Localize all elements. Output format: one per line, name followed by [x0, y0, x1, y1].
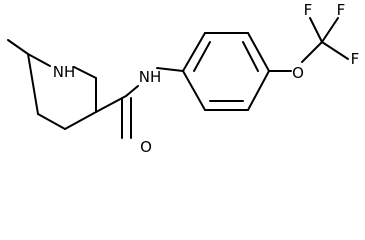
phenyl-ring — [182, 32, 270, 111]
bond-nh-aryl — [156, 67, 184, 72]
fluorine-label-top-right: F — [337, 1, 346, 19]
fluorine-label-top-left: F — [304, 1, 313, 19]
amide-group — [95, 67, 184, 139]
chemical-structure: NH NH O O F F F — [7, 1, 360, 155]
bond-o-cf3 — [301, 41, 323, 63]
bond-c6-n1 — [27, 53, 51, 67]
trifluoromethoxy-group — [268, 17, 349, 72]
bond-cf3-f-left — [309, 17, 323, 43]
carbonyl-o-label: O — [140, 138, 152, 155]
piperidine-ring — [7, 39, 97, 130]
bond-ar-inner-1 — [193, 41, 211, 72]
ring-nh-label: NH — [53, 63, 76, 81]
bond-ar-1 — [182, 32, 206, 72]
ether-o-label: O — [292, 64, 304, 82]
bond-cf3-f-right — [321, 17, 339, 43]
amide-nh-label: NH — [139, 68, 162, 86]
bond-ar-4 — [247, 70, 270, 111]
bond-methyl — [7, 39, 29, 55]
bond-c5-c6 — [27, 53, 39, 115]
bond-cf3-f-far — [321, 41, 349, 60]
bond-c3-c4 — [64, 111, 97, 130]
bond-c4-c5 — [37, 113, 66, 130]
bond-n1-c2 — [73, 66, 97, 79]
fluorine-label-right: F — [351, 50, 360, 68]
bond-carbonyl-nh — [125, 85, 139, 97]
bond-ar-6 — [182, 70, 206, 111]
bond-ar-inner-2 — [242, 41, 259, 72]
bond-ar-3 — [247, 32, 270, 72]
